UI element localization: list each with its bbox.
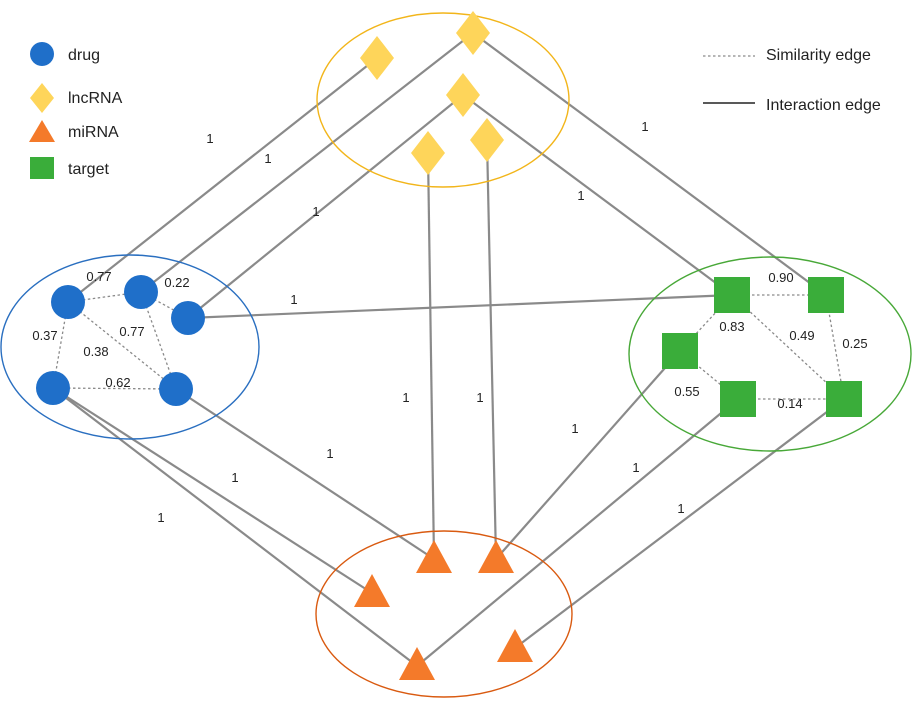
lncRNA-node-l5 (470, 118, 504, 162)
drug-node-d1 (51, 285, 85, 319)
miRNA-node-m1 (354, 574, 390, 607)
interaction-edge-l5-m3 (485, 139, 498, 560)
similarity-edge-label-t2-t5: 0.25 (842, 336, 867, 351)
edge-labels-layer: 0.77 0.22 0.37 0.38 0.77 0.62 0.90 0.83 0.49 0.25… (32, 119, 867, 525)
legend-miRNA-triangle-icon (29, 120, 55, 142)
similarity-edge-label-t1-t2: 0.90 (768, 270, 793, 285)
interaction-edge-label-l4-m2: 1 (402, 390, 409, 405)
interaction-edge-t5-m5 (514, 398, 845, 649)
legend-label-miRNA: miRNA (68, 124, 119, 141)
interaction-edge-label-d3-l3: 1 (312, 204, 319, 219)
similarity-edge-label-d2-d5: 0.77 (119, 324, 144, 339)
interaction-edge-label-d1-l1: 1 (206, 131, 213, 146)
drug-node-d3 (171, 301, 205, 335)
miRNA-node-m2 (416, 540, 452, 573)
miRNA-node-m4 (399, 647, 435, 680)
interaction-edge-d3-l3 (187, 94, 464, 319)
similarity-edge-label-d2-d3: 0.22 (164, 275, 189, 290)
legend-lncRNA-diamond-icon (30, 83, 54, 113)
interaction-edge-t4-m4 (416, 398, 739, 667)
legend-target-square-icon (30, 157, 54, 179)
target-node-t3 (662, 333, 698, 369)
edges-layer (52, 32, 845, 667)
similarity-edge-label-d4-d5: 0.62 (105, 375, 130, 390)
similarity-edge-d2-d3 (140, 291, 189, 319)
target-node-t2 (808, 277, 844, 313)
legend-label-lncRNA: lncRNA (68, 90, 123, 107)
similarity-edge-label-d1-d4: 0.37 (32, 328, 57, 343)
interaction-edge-label-d3-t1: 1 (290, 292, 297, 307)
similarity-edge-label-t4-t5: 0.14 (777, 396, 802, 411)
drug-cluster (0, 254, 260, 440)
interaction-edge-label-d4-m4: 1 (157, 510, 164, 525)
miRNA-node-m3 (478, 540, 514, 573)
similarity-edge-d1-d5 (67, 301, 177, 390)
legend: drug lncRNA miRNA target Similarity edge… (29, 42, 881, 179)
miRNA-cluster (315, 530, 573, 698)
drug-node-d5 (159, 372, 193, 406)
interaction-edge-label-t3-m3: 1 (571, 421, 578, 436)
lncRNA-node-l3 (446, 73, 480, 117)
interaction-edge-label-l3-t1: 1 (577, 188, 584, 203)
similarity-edge-t1-t5 (731, 294, 845, 400)
legend-label-interaction-edge: Interaction edge (766, 97, 881, 114)
similarity-edge-label-t1-t3: 0.83 (719, 319, 744, 334)
interaction-edge-label-d5-m2: 1 (326, 446, 333, 461)
similarity-edge-label-d1-d5: 0.38 (83, 344, 108, 359)
lncRNA-node-l1 (360, 36, 394, 80)
drug-node-d2 (124, 275, 158, 309)
interaction-edge-d5-m2 (175, 388, 435, 560)
drug-node-d4 (36, 371, 70, 405)
lncRNA-node-l4 (411, 131, 445, 175)
interaction-edge-label-t4-m4: 1 (632, 460, 639, 475)
interaction-edge-d4-m4 (52, 387, 418, 667)
interaction-edge-d2-l2 (140, 32, 474, 293)
legend-label-similarity-edge: Similarity edge (766, 47, 871, 64)
legend-drug-circle-icon (30, 42, 54, 66)
lncRNA-cluster (316, 12, 570, 188)
interaction-edge-l4-m2 (426, 152, 436, 560)
interaction-edge-d3-t1 (187, 293, 733, 320)
target-node-t4 (720, 381, 756, 417)
interaction-edge-label-l2-t2: 1 (641, 119, 648, 134)
interaction-edge-label-l5-m3: 1 (476, 390, 483, 405)
nodes-layer (36, 11, 862, 680)
interaction-edge-d1-l1 (67, 57, 378, 303)
interaction-edge-l3-t1 (462, 94, 733, 296)
interaction-edge-l2-t2 (472, 32, 827, 296)
lncRNA-node-l2 (456, 11, 490, 55)
similarity-edge-d4-d5 (52, 387, 177, 390)
interaction-edge-label-d2-l2: 1 (264, 151, 271, 166)
similarity-edge-d2-d5 (140, 291, 177, 390)
similarity-edge-label-d1-d2: 0.77 (86, 269, 111, 284)
target-node-t5 (826, 381, 862, 417)
interaction-edge-label-t5-m5: 1 (677, 501, 684, 516)
similarity-edge-label-t3-t4: 0.55 (674, 384, 699, 399)
miRNA-node-m5 (497, 629, 533, 662)
legend-label-drug: drug (68, 47, 100, 64)
similarity-edge-label-t1-t5: 0.49 (789, 328, 814, 343)
target-cluster (628, 256, 912, 452)
interaction-edge-t3-m3 (495, 350, 681, 560)
interaction-edge-d4-m1 (52, 387, 373, 594)
interaction-edge-label-d4-m1: 1 (231, 470, 238, 485)
clusters-layer (0, 12, 912, 698)
target-node-t1 (714, 277, 750, 313)
legend-label-target: target (68, 161, 109, 178)
